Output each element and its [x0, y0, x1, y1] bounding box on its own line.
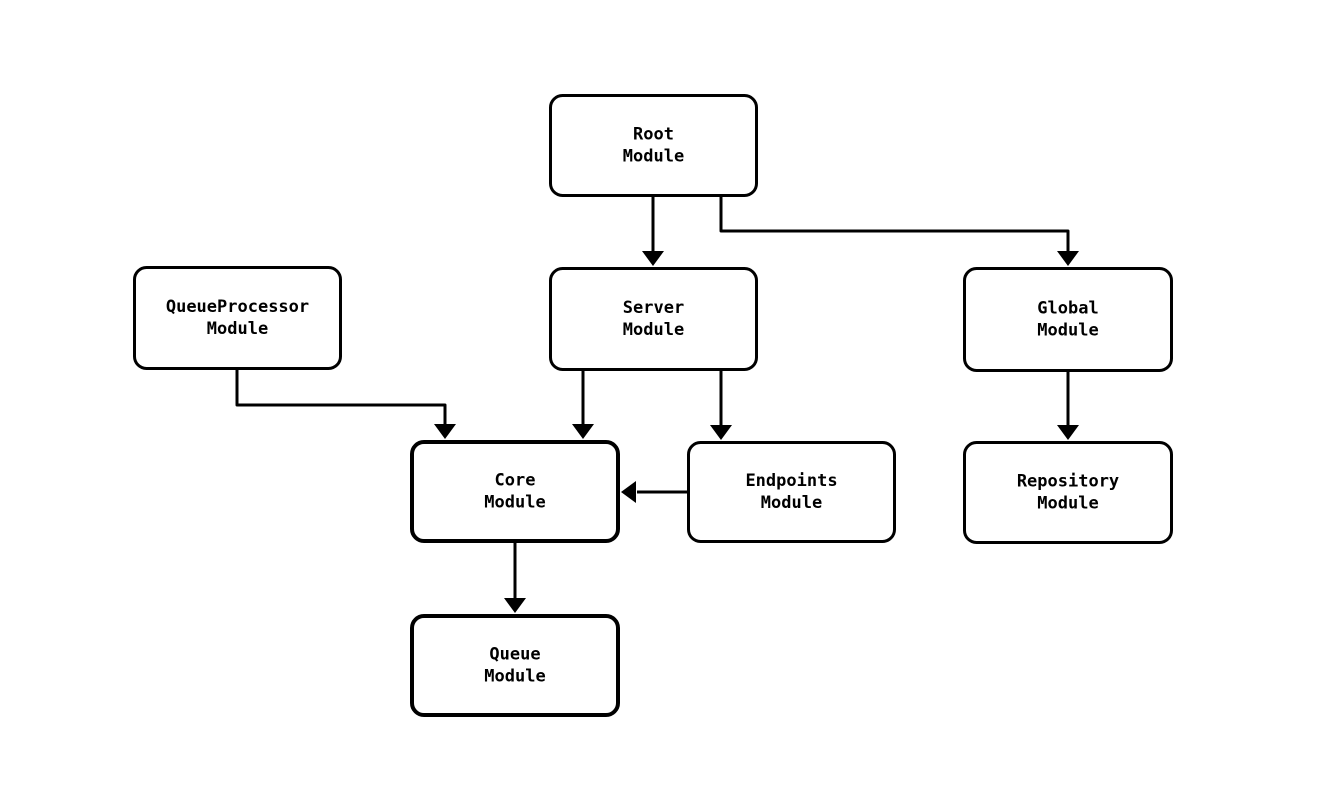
- node-box: [549, 267, 758, 371]
- nodes-layer: RootModuleQueueProcessorModuleServerModu…: [133, 94, 1173, 717]
- node-label-line2: Module: [484, 493, 545, 513]
- edge-core-to-queue: [504, 543, 526, 613]
- edge-root-to-global: [719, 197, 1079, 266]
- arrow-head-icon: [434, 424, 456, 439]
- arrow-head-icon: [642, 251, 664, 266]
- edge-line: [719, 197, 1070, 252]
- node-label-line2: Module: [623, 320, 684, 340]
- edge-server-to-core: [572, 371, 594, 439]
- node-box: [549, 94, 758, 197]
- edges-layer: [235, 197, 1079, 613]
- node-label-line2: Module: [207, 319, 268, 339]
- node-box: [687, 441, 896, 543]
- node-box: [133, 266, 342, 370]
- edge-endpoints-to-core: [621, 481, 687, 503]
- arrow-head-icon: [1057, 251, 1079, 266]
- node-label-line2: Module: [761, 493, 822, 513]
- node-label-line2: Module: [1037, 321, 1098, 341]
- node-label-line1: Root: [633, 125, 674, 145]
- node-label-line1: Global: [1037, 299, 1098, 319]
- edge-server-to-endpoints: [710, 371, 732, 440]
- edge-queueprocessor-to-core: [235, 370, 456, 439]
- arrow-head-icon: [504, 598, 526, 613]
- node-box: [963, 441, 1173, 544]
- node-label-line1: QueueProcessor: [166, 297, 309, 317]
- node-label-line1: Core: [495, 471, 536, 491]
- arrow-head-icon: [572, 424, 594, 439]
- edge-line: [235, 370, 447, 425]
- node-box: [963, 267, 1173, 372]
- arrow-head-icon: [621, 481, 636, 503]
- node-label-line2: Module: [484, 667, 545, 687]
- node-box: [410, 614, 620, 717]
- arrow-head-icon: [710, 425, 732, 440]
- edge-global-to-repository: [1057, 372, 1079, 440]
- node-label-line1: Server: [623, 298, 684, 318]
- node-label-line1: Repository: [1017, 472, 1119, 492]
- node-label-line1: Queue: [489, 645, 540, 665]
- node-label-line2: Module: [623, 147, 684, 167]
- arrow-head-icon: [1057, 425, 1079, 440]
- node-box: [410, 440, 620, 543]
- node-label-line1: Endpoints: [745, 471, 837, 491]
- node-label-line2: Module: [1037, 494, 1098, 514]
- edge-root-to-server: [642, 197, 664, 266]
